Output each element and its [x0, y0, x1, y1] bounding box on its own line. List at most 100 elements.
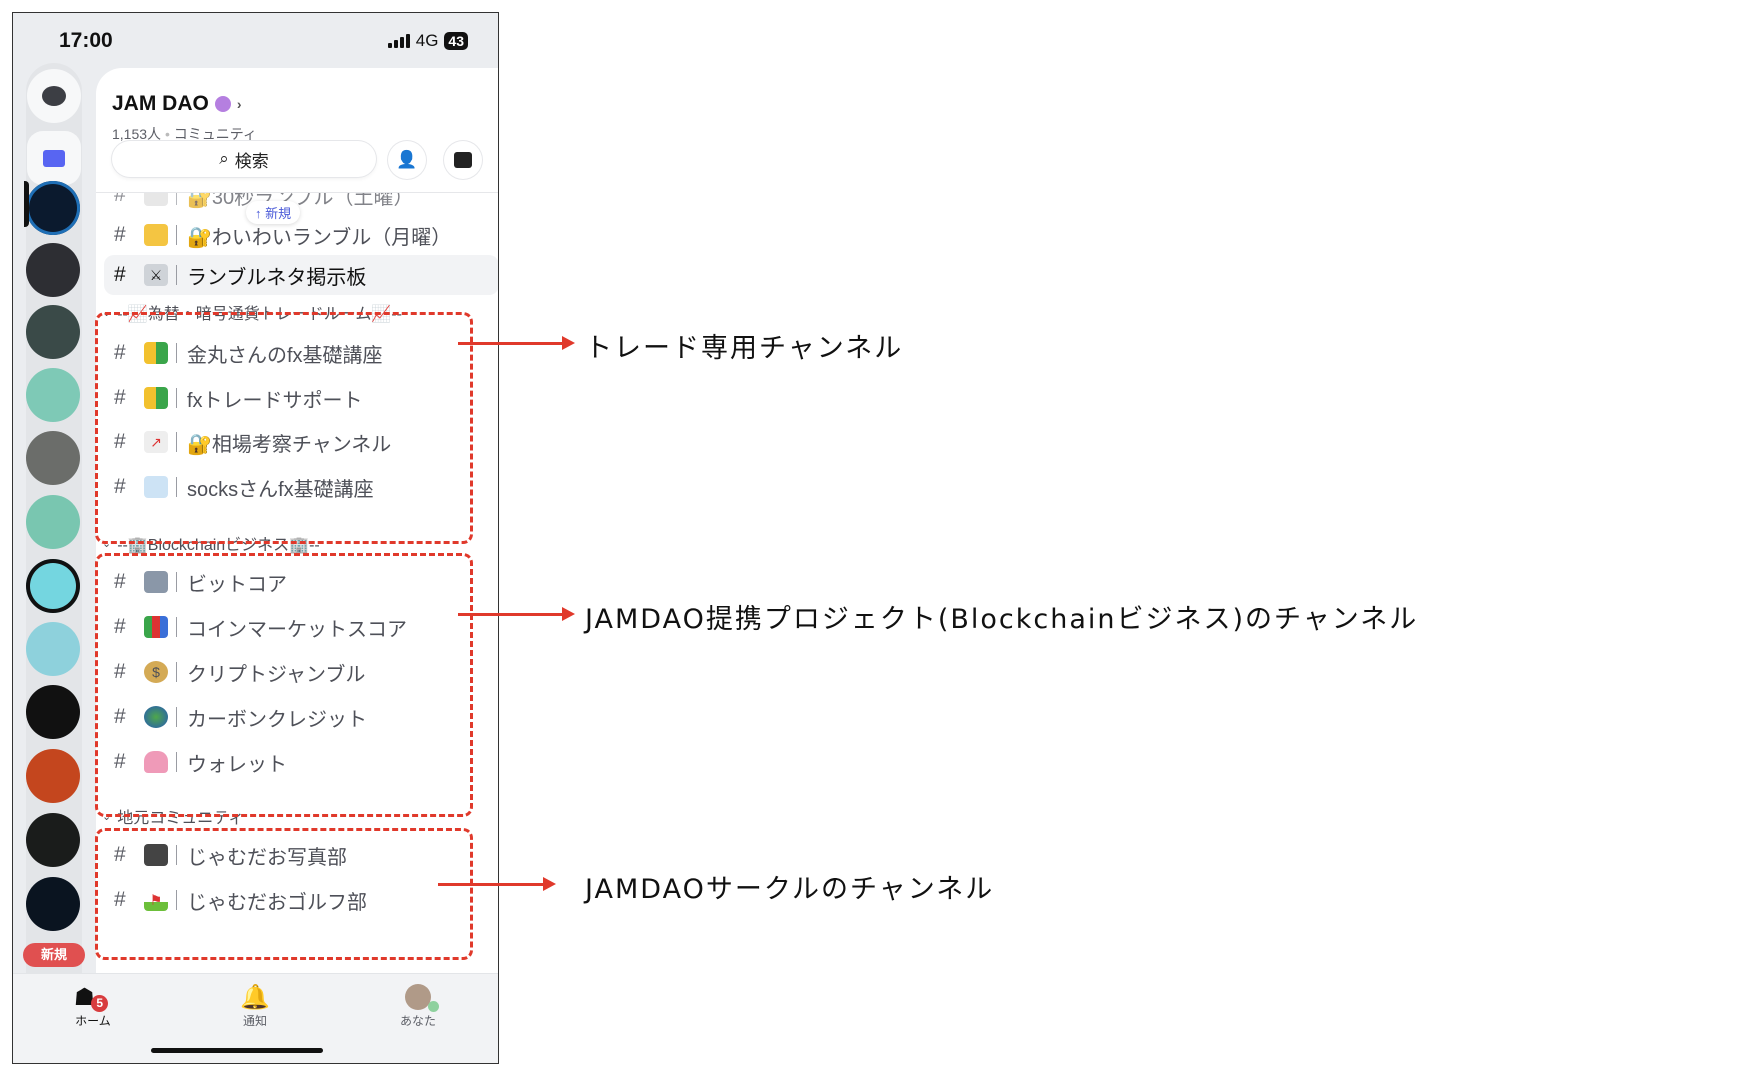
hash-icon: # [114, 570, 126, 593]
channel-row[interactable]: #↗🔐相場考察チャンネル [114, 422, 391, 462]
server-subtitle: 1,153人 • コミュニティ [112, 126, 257, 142]
separator [176, 845, 177, 865]
globe-icon [144, 706, 168, 728]
channel-name: ビットコア [187, 573, 287, 596]
status-time: 17:00 [59, 29, 113, 52]
folder-button[interactable] [27, 131, 81, 185]
channel-row[interactable]: # じゃむだお写真部 [114, 835, 347, 875]
separator [176, 343, 177, 363]
channel-row[interactable]: # 🔐30秒ランブル（土曜） [114, 193, 414, 215]
channel-row[interactable]: #⚑じゃむだおゴルフ部 [114, 880, 367, 920]
channel-name: 🔐わいわいランブル（月曜） [187, 226, 452, 249]
selected-indicator [24, 181, 29, 227]
channel-name: 🔐30秒ランブル（土曜） [187, 193, 414, 209]
server-icon[interactable] [26, 622, 80, 676]
server-icon[interactable] [26, 368, 80, 422]
tab-label: ホーム [75, 1014, 111, 1028]
selected-row-bg [104, 255, 498, 295]
add-user-icon: 👤 [396, 150, 418, 169]
separator [176, 707, 177, 727]
phone-screen: 17:00 4G 43 新規 JAM DAO › 1,153人 • コミュニティ… [12, 12, 499, 1064]
server-icon[interactable] [26, 749, 80, 803]
chevron-right-icon: › [236, 96, 242, 112]
server-icon[interactable] [26, 495, 80, 549]
annotation-trade: トレード専用チャンネル [585, 333, 904, 364]
server-icon[interactable] [26, 431, 80, 485]
channel-name: じゃむだお写真部 [187, 846, 347, 869]
book-icon [144, 476, 168, 498]
hash-icon: # [114, 341, 126, 364]
battery-icon: 43 [444, 32, 468, 50]
channel-name: 🔐相場考察チャンネル [187, 433, 392, 456]
server-icon[interactable] [26, 685, 80, 739]
server-icon[interactable] [26, 877, 80, 931]
hash-icon: # [114, 386, 126, 409]
hash-icon: # [114, 750, 126, 773]
annotation-circle: JAMDAOサークルのチャンネル [585, 874, 995, 905]
channel-row[interactable]: #socksさんfx基礎講座 [114, 467, 374, 507]
channel-row[interactable]: # 🔐わいわいランブル（月曜） [114, 215, 451, 255]
avatar [378, 982, 458, 1012]
community-badge-icon [214, 96, 231, 112]
server-title[interactable]: JAM DAO › [112, 92, 242, 116]
separator [176, 572, 177, 592]
new-messages-pill[interactable]: ↑ 新規 [246, 201, 301, 224]
online-status-icon [428, 1001, 439, 1012]
channel-name: コインマーケットスコア [187, 618, 407, 641]
purse-icon [144, 751, 168, 773]
server-icon[interactable] [26, 813, 80, 867]
tab-notifications[interactable]: 🔔 通知 [215, 982, 295, 1029]
hash-icon: # [114, 843, 126, 866]
office-icon [144, 571, 168, 593]
hash-icon: # [114, 888, 126, 911]
channel-row[interactable]: #金丸さんのfx基礎講座 [114, 333, 383, 373]
server-sidebar[interactable]: 新規 [23, 63, 85, 983]
search-label: 検索 [234, 151, 269, 171]
channel-name: socksさんfx基礎講座 [187, 478, 374, 501]
separator [176, 225, 177, 245]
annotation-blockchain: JAMDAO提携プロジェクト(Blockchainビジネス)のチャンネル [585, 604, 1419, 635]
tab-label: あなた [399, 1014, 436, 1028]
annotation-arrow [438, 877, 556, 891]
server-name: JAM DAO [112, 92, 209, 115]
channel-row[interactable]: # ビットコア [114, 562, 287, 602]
swords-icon [144, 193, 168, 206]
tab-label: 通知 [242, 1014, 267, 1028]
bar-chart-icon [144, 616, 168, 638]
search-button[interactable]: ⌕検索 [112, 141, 376, 177]
hash-icon: # [114, 223, 126, 246]
server-icon[interactable] [26, 305, 80, 359]
calendar-icon [454, 152, 472, 168]
channel-list-panel: JAM DAO › 1,153人 • コミュニティ ⌕検索 👤 # 🔐30秒ランブ… [96, 68, 498, 988]
member-count: 1,153人 [112, 126, 162, 142]
server-icon[interactable] [26, 559, 80, 613]
server-icon[interactable] [26, 243, 80, 297]
tab-home[interactable]: ☗5 ホーム [53, 982, 133, 1029]
hash-icon: # [114, 705, 126, 728]
annotation-arrow [458, 607, 575, 621]
tab-you[interactable]: あなた [378, 982, 458, 1029]
channel-row[interactable]: #コインマーケットスコア [114, 607, 407, 647]
invite-members-button[interactable]: 👤 [388, 141, 426, 179]
separator [176, 477, 177, 497]
separator [176, 388, 177, 408]
events-button[interactable] [444, 141, 482, 179]
channel-name: クリプトジャンブル [187, 663, 366, 686]
channel-row[interactable]: #$クリプトジャンブル [114, 652, 365, 692]
camera-icon [144, 844, 168, 866]
direct-messages-button[interactable] [27, 69, 81, 123]
home-icon: ☗5 [53, 982, 133, 1012]
separator [176, 662, 177, 682]
channel-row-selected[interactable]: #⚔ランブルネタ掲示板 [114, 255, 366, 295]
hash-icon: # [114, 193, 126, 206]
crossed-swords-icon: ⚔ [144, 264, 168, 286]
channel-row[interactable]: #カーボンクレジット [114, 697, 367, 737]
server-jam-dao[interactable] [26, 181, 80, 235]
money-bag-icon: $ [144, 661, 168, 683]
channel-list[interactable]: # 🔐30秒ランブル（土曜） # 🔐わいわいランブル（月曜） ↑ 新規 #⚔ランブル… [96, 193, 498, 993]
server-type: コミュニティ [173, 126, 257, 142]
channel-row[interactable]: #fxトレードサポート [114, 378, 363, 418]
separator [176, 265, 177, 285]
channel-row[interactable]: #ウォレット [114, 742, 287, 782]
separator [176, 890, 177, 910]
